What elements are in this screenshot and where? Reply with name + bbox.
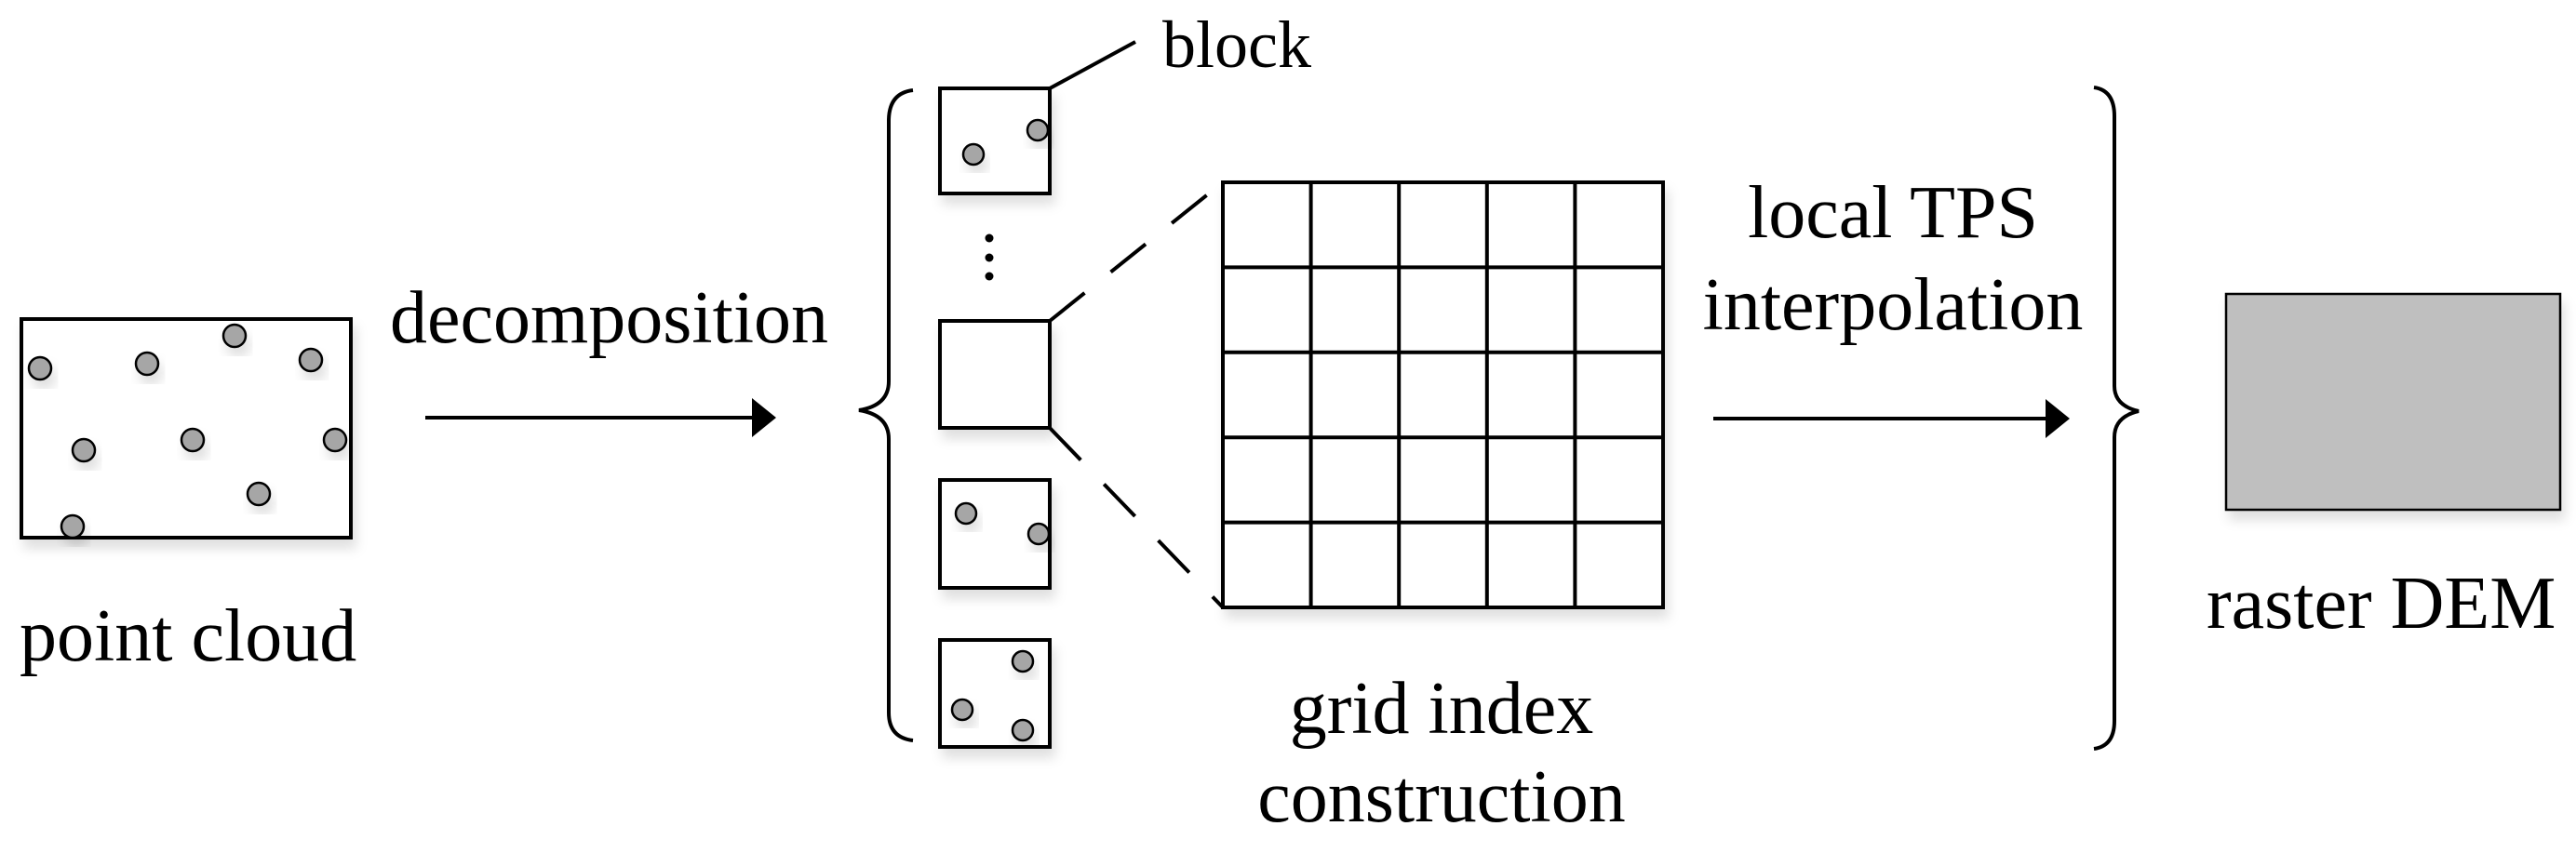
right-brace: [2093, 86, 2140, 751]
grid-border: [1221, 180, 1665, 609]
point: [1026, 118, 1050, 142]
point: [322, 427, 348, 453]
point: [1011, 649, 1035, 673]
point: [180, 427, 206, 453]
grid-index-label-line2: construction: [1257, 756, 1625, 838]
local-tps-label-line2: interpolation: [1703, 264, 2084, 346]
point: [27, 355, 53, 381]
decomposition-label: decomposition: [390, 277, 828, 359]
point: [961, 142, 986, 167]
raster-dem-box: [2224, 292, 2562, 512]
point: [60, 513, 86, 540]
point: [954, 501, 978, 526]
point: [1026, 522, 1051, 546]
block-points: [950, 118, 1051, 742]
point: [298, 347, 324, 373]
interpolation-arrow: [1713, 399, 2070, 438]
local-tps-label-line1: local TPS: [1748, 172, 2038, 254]
point: [221, 323, 248, 349]
block-label: block: [1162, 7, 1311, 82]
block-selected: [938, 319, 1052, 430]
point-cloud-label: point cloud: [20, 595, 356, 677]
grid-index-label-line1: grid index: [1290, 668, 1594, 750]
raster-dem-label: raster DEM: [2207, 563, 2556, 645]
point: [71, 437, 97, 463]
point-cloud-points: [27, 323, 348, 540]
block-1: [938, 87, 1052, 195]
point: [246, 481, 272, 507]
decomposition-arrow: [425, 398, 776, 437]
point: [1011, 718, 1035, 742]
point-cloud-box: [20, 317, 353, 540]
left-brace: [858, 88, 914, 742]
grid-index: [1221, 180, 1665, 609]
zoom-line-bottom: [1048, 426, 1225, 609]
ellipsis-dots: [985, 233, 994, 281]
block-leader-line: [1049, 40, 1136, 90]
point: [134, 351, 160, 377]
point: [950, 698, 974, 722]
zoom-line-top: [1048, 180, 1225, 323]
